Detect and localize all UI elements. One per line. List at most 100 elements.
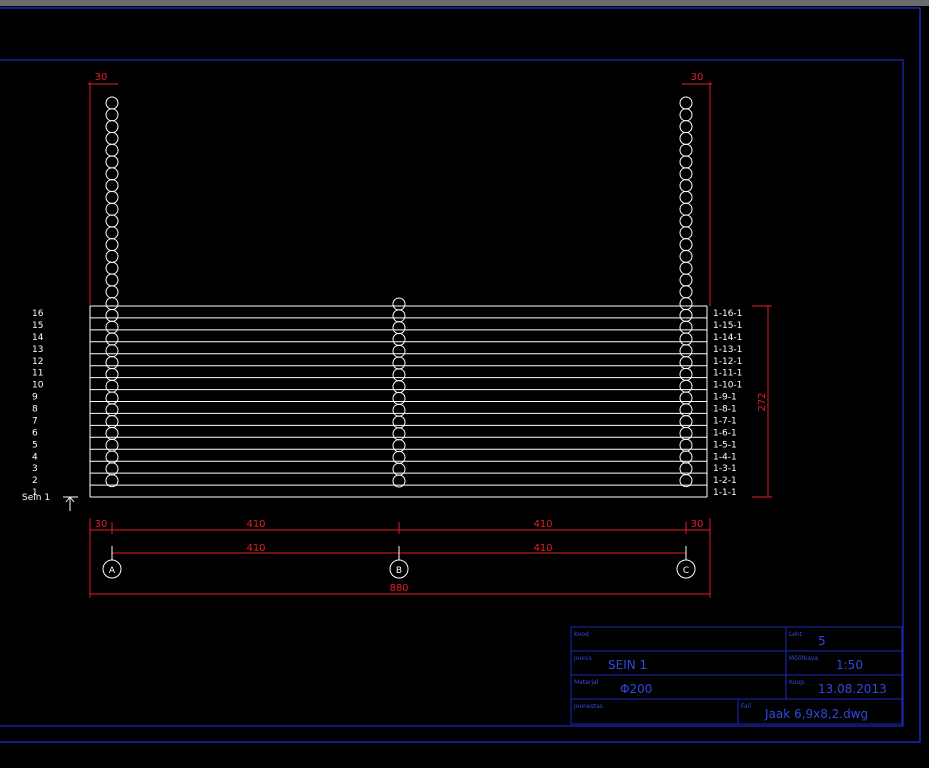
tb-head-moodkava: Mõõtkava [789, 655, 818, 662]
dim-bottom-right: 30 [691, 519, 704, 530]
log-circle [679, 202, 693, 216]
row-number: 3 [32, 464, 38, 474]
row-number: 1 [32, 488, 38, 498]
log-circle [679, 297, 693, 311]
log-circle [105, 155, 119, 169]
tb-val-kuup: 13.08.2013 [818, 682, 887, 696]
tb-head-joonis: Joonis [573, 655, 592, 662]
dim-total: 880 [389, 583, 408, 594]
row-number: 5 [32, 440, 38, 450]
log-rows [89, 305, 708, 498]
log-circle [392, 332, 406, 346]
log-circle [392, 356, 406, 370]
log-circle [679, 332, 693, 346]
row-code: 1-6-1 [713, 428, 737, 438]
row-number: 10 [32, 381, 44, 391]
row-number: 12 [32, 357, 43, 367]
log-circle [105, 190, 119, 204]
row-code: 1-12-1 [713, 357, 742, 367]
log-circle [105, 403, 119, 417]
log-circle [679, 261, 693, 275]
log-circle [105, 379, 119, 393]
dim-height: 272 [757, 392, 768, 411]
log-circle [105, 238, 119, 252]
log-circle [679, 403, 693, 417]
log-circle [105, 344, 119, 358]
axis-ticks [111, 546, 687, 560]
log-circle [105, 391, 119, 405]
log-circle [105, 332, 119, 346]
row-code: 1-5-1 [713, 440, 737, 450]
dim-bottom-left: 30 [95, 519, 108, 530]
log-circle [679, 391, 693, 405]
log-circle [105, 143, 119, 157]
title-block: Kood Leht 5 Joonis SEIN 1 Mõõtkava 1:50 … [573, 631, 887, 721]
log-circle [105, 214, 119, 228]
log-circle [679, 249, 693, 263]
log-circle [679, 379, 693, 393]
log-circle [105, 261, 119, 275]
row-code: 1-2-1 [713, 476, 737, 486]
row-number: 2 [32, 476, 38, 486]
tb-head-fail: Fail [741, 703, 751, 710]
log-circle [105, 179, 119, 193]
log-circle [679, 108, 693, 122]
row-code: 1-11-1 [713, 369, 742, 379]
row-code: 1-13-1 [713, 345, 742, 355]
log-circle [392, 297, 406, 311]
dim-axis-mid1: 410 [246, 543, 265, 554]
row-code: 1-9-1 [713, 393, 737, 403]
tb-val-leht: 5 [818, 634, 826, 648]
log-circle [679, 344, 693, 358]
tb-val-fail: Jaak 6,9x8,2.dwg [764, 707, 868, 721]
row-code: 1-7-1 [713, 416, 737, 426]
log-circle [105, 202, 119, 216]
row-codes: 1-16-11-15-11-14-11-13-11-12-11-11-11-10… [713, 309, 742, 498]
axis-label-b: B [396, 566, 402, 576]
row-number: 4 [32, 452, 38, 462]
tb-head-materjal: Materjal [574, 679, 599, 686]
log-circle [105, 308, 119, 322]
row-number: 15 [32, 321, 43, 331]
log-circle [679, 167, 693, 181]
log-circle [105, 167, 119, 181]
log-circle [105, 320, 119, 334]
log-circle [679, 367, 693, 381]
row-number: 9 [32, 393, 38, 403]
row-number: 13 [32, 345, 43, 355]
log-circle [392, 380, 406, 394]
log-circle [105, 249, 119, 263]
log-circle [679, 214, 693, 228]
row-number: 8 [32, 405, 38, 415]
row-number: 16 [32, 309, 44, 319]
section-arrow-icon [63, 496, 78, 511]
log-circle [392, 321, 406, 335]
log-circle [392, 309, 406, 323]
axis-bubble-c [676, 559, 696, 579]
row-code: 1-14-1 [713, 333, 742, 343]
log-circle [679, 273, 693, 287]
log-circle [679, 96, 693, 110]
log-circle [105, 297, 119, 311]
tb-val-joonis: SEIN 1 [608, 658, 647, 672]
log-circle [392, 368, 406, 382]
log-circle [105, 273, 119, 287]
tb-val-moodkava: 1:50 [836, 658, 863, 672]
row-code: 1-16-1 [713, 309, 742, 319]
log-circle [105, 474, 119, 488]
log-circle [679, 356, 693, 370]
log-circle [679, 155, 693, 169]
log-circles [105, 96, 693, 488]
section-label: Sein 1 [22, 493, 50, 503]
dim-top-right: 30 [691, 72, 704, 83]
log-circle [679, 179, 693, 193]
log-circle [392, 474, 406, 488]
row-code: 1-1-1 [713, 488, 737, 498]
sheet-inner-border [0, 59, 904, 727]
log-circle [392, 427, 406, 441]
log-circle [679, 120, 693, 134]
axis-label-a: A [109, 566, 116, 576]
log-circle [105, 120, 119, 134]
row-code: 1-15-1 [713, 321, 742, 331]
